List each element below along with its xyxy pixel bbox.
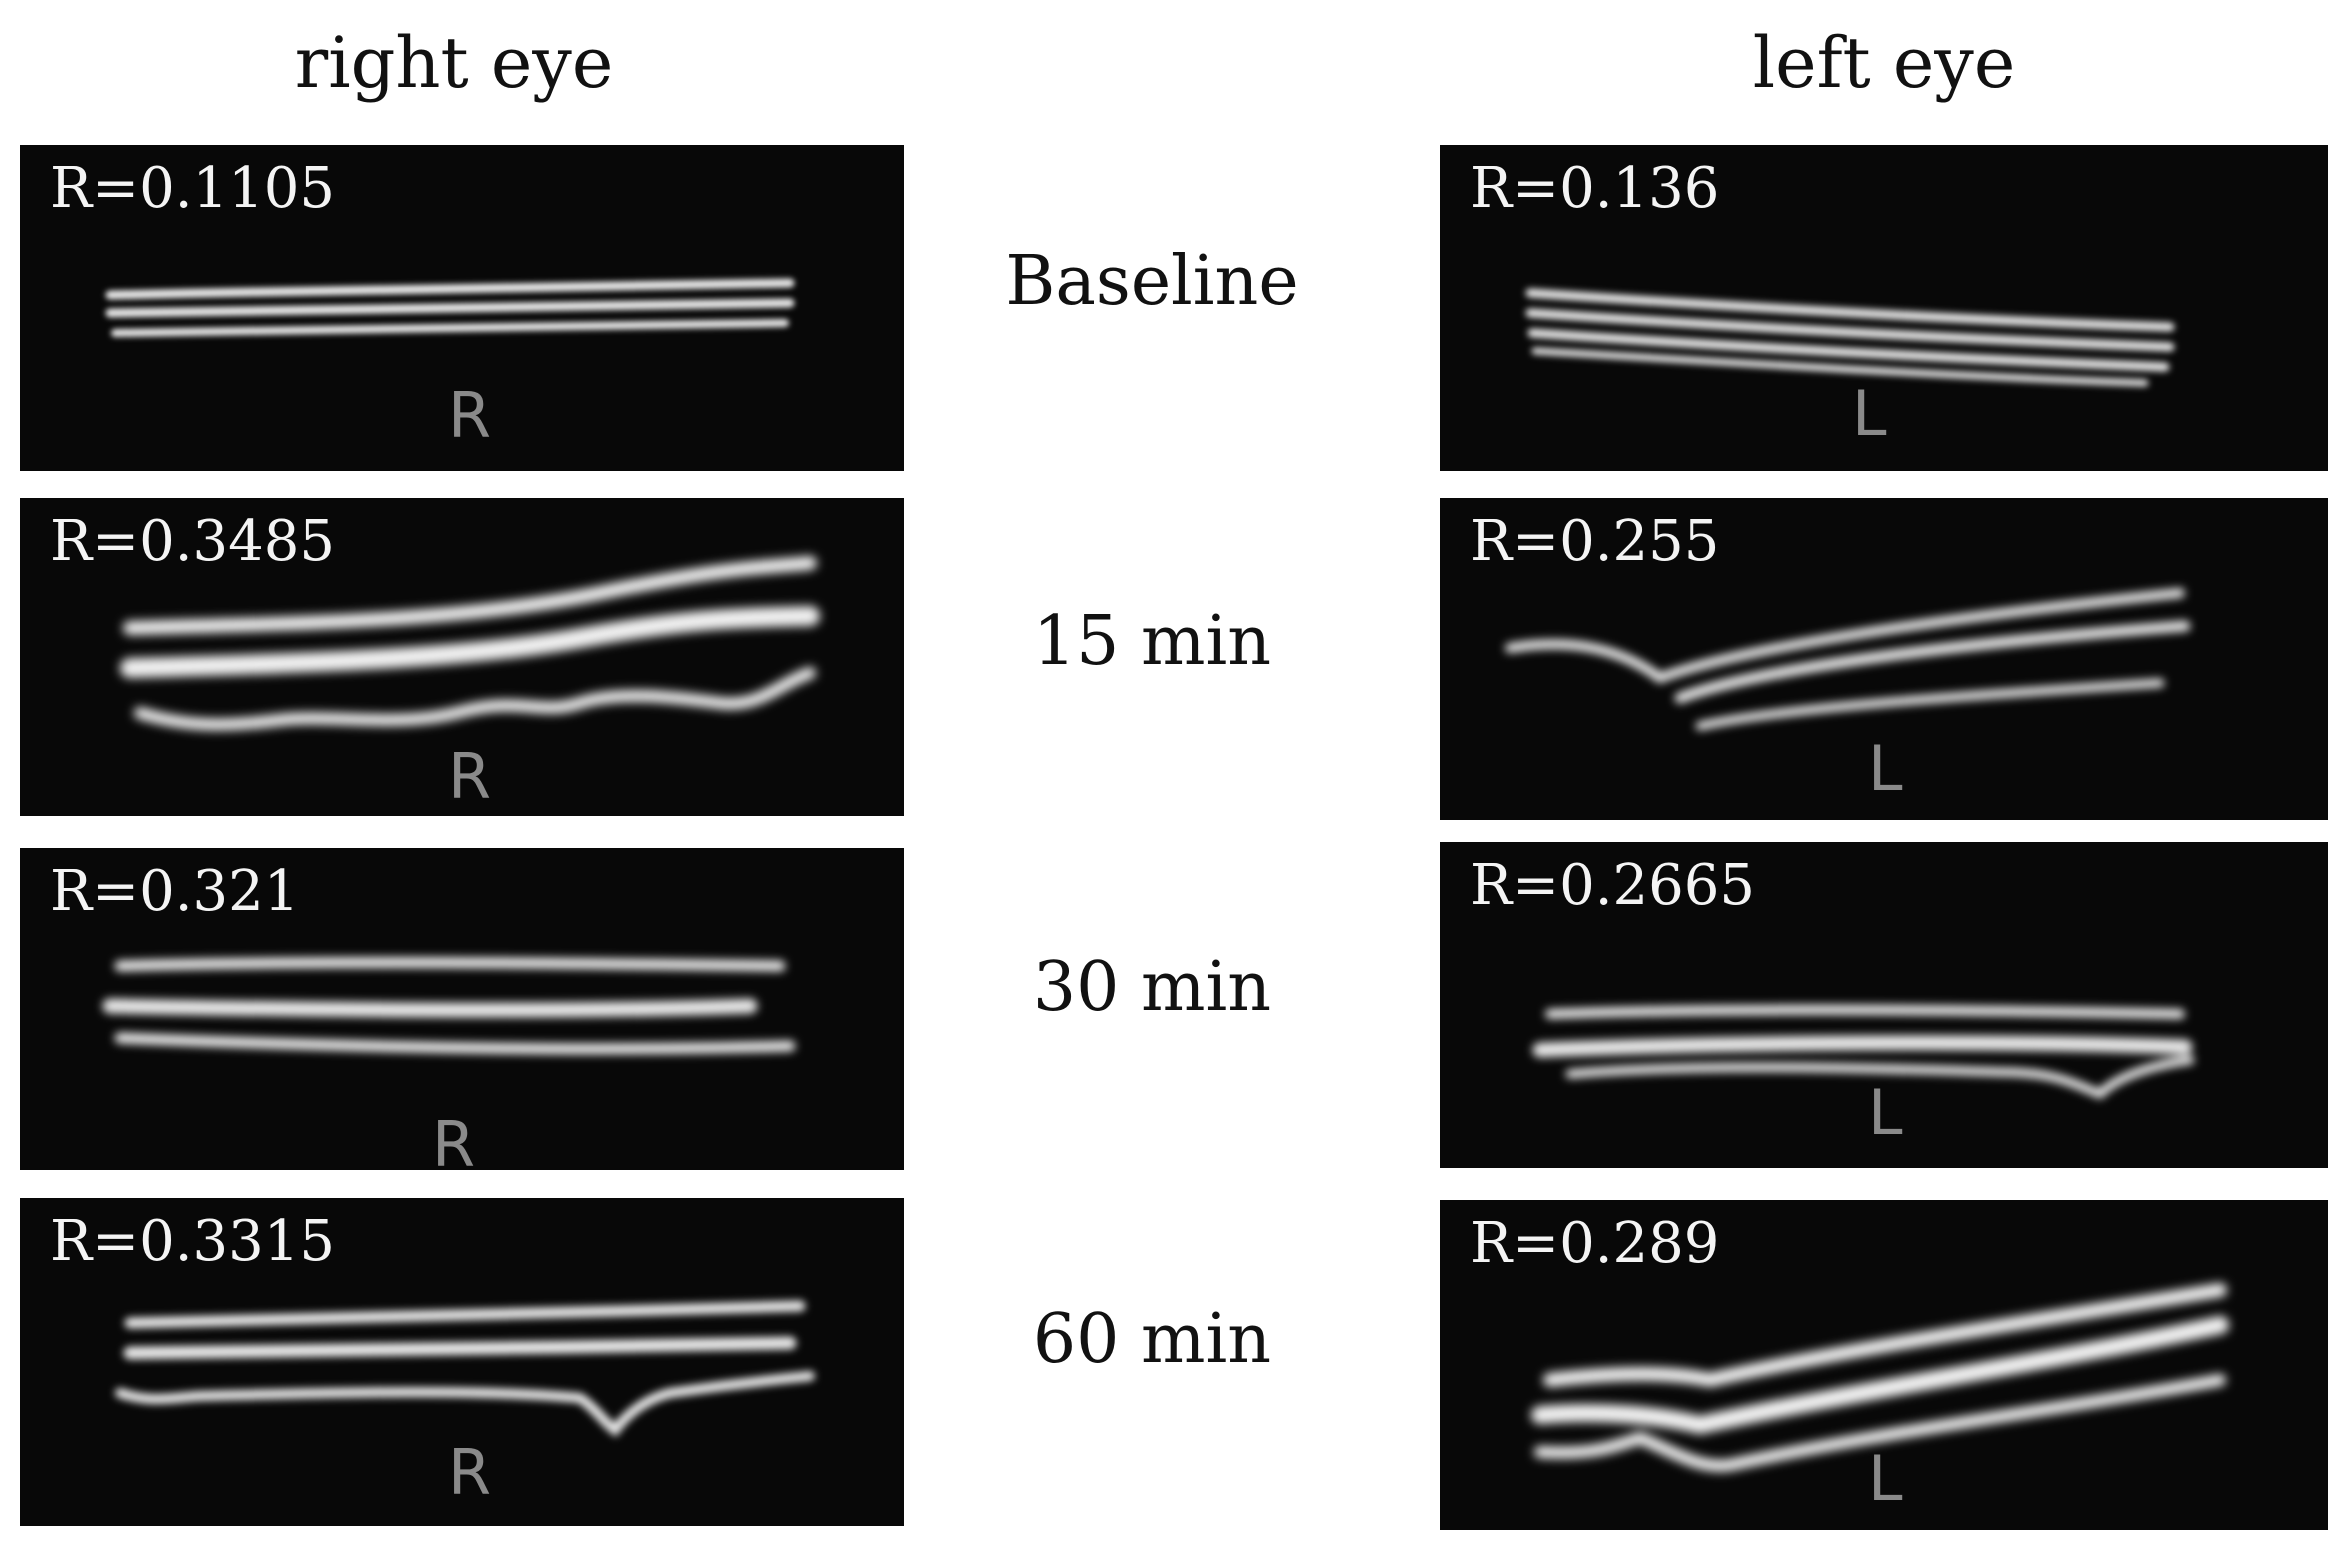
- eye-marker: L: [1868, 1442, 1903, 1515]
- r-value: R=0.2665: [1470, 853, 1756, 918]
- tear-film-rings-image: [1531, 1283, 2229, 1472]
- eye-marker: R: [432, 1108, 476, 1171]
- right-eye-panel-baseline: R=0.1105 R: [20, 145, 904, 471]
- r-value: R=0.1105: [50, 156, 336, 221]
- eye-marker: R: [448, 1436, 492, 1509]
- eye-marker: L: [1852, 377, 1887, 450]
- time-label-15min: 15 min: [1032, 602, 1272, 681]
- eye-marker: L: [1868, 732, 1903, 805]
- left-eye-header: left eye: [1752, 22, 2016, 104]
- right-eye-panel-15min: R=0.3485 R: [20, 498, 904, 816]
- tear-film-rings-image: [115, 1300, 815, 1437]
- eye-marker: R: [448, 379, 492, 452]
- r-value: R=0.136: [1470, 156, 1720, 221]
- r-value: R=0.3315: [50, 1209, 336, 1274]
- r-value: R=0.255: [1470, 509, 1720, 574]
- tear-film-rings-image: [105, 278, 795, 337]
- r-value: R=0.321: [50, 859, 300, 924]
- left-eye-panel-baseline: R=0.136 L: [1440, 145, 2328, 471]
- left-eye-panel-60min: R=0.289 L: [1440, 1200, 2328, 1530]
- tear-film-rings-image: [1525, 288, 2175, 387]
- left-eye-panel-30min: R=0.2665 L: [1440, 842, 2328, 1168]
- right-eye-panel-60min: R=0.3315 R: [20, 1198, 904, 1526]
- time-label-60min: 60 min: [1032, 1300, 1272, 1379]
- right-eye-header: right eye: [294, 22, 614, 104]
- tear-film-rings-image: [1532, 1004, 2195, 1100]
- time-label-baseline: Baseline: [1005, 242, 1299, 321]
- tear-film-rings-image: [120, 556, 820, 731]
- time-label-30min: 30 min: [1032, 948, 1272, 1027]
- left-eye-panel-15min: R=0.255 L: [1440, 498, 2328, 820]
- tear-film-rings-image: [102, 957, 796, 1055]
- eye-marker: R: [448, 740, 492, 813]
- eye-marker: L: [1868, 1076, 1903, 1149]
- r-value: R=0.3485: [50, 509, 336, 574]
- r-value: R=0.289: [1470, 1211, 1720, 1276]
- right-eye-panel-30min: R=0.321 R: [20, 848, 904, 1170]
- tear-film-rings-image: [1505, 588, 2191, 731]
